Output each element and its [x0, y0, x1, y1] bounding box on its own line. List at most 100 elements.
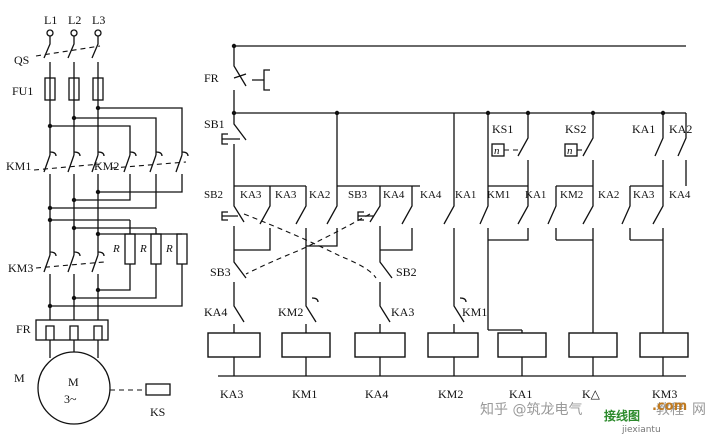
- junction: [47, 217, 53, 223]
- ka1-ka2-top-contacts: [654, 113, 687, 182]
- ks1-symbol: n: [494, 145, 500, 157]
- junction: [71, 115, 77, 121]
- resistor-2: [150, 233, 162, 265]
- ks1-contact: [517, 113, 529, 182]
- row2-label-ka3-b: KA3: [275, 189, 297, 201]
- ks2-label: KS2: [565, 122, 586, 136]
- km3-label: KM3: [8, 261, 33, 275]
- arc-marks: [49, 151, 189, 157]
- coil-label-ka4: KA4: [365, 387, 388, 401]
- watermark-site-cn: 接线图: [604, 408, 640, 423]
- km3-linkage: [35, 261, 105, 269]
- sb2-contact: [233, 186, 245, 250]
- junction: [95, 231, 101, 237]
- km2-nc-contact: [305, 297, 319, 333]
- power-circuit: L1 L2 L3 QS FU1 KM1 KM2: [6, 13, 189, 425]
- terminal-l2: [70, 29, 78, 37]
- watermark-mid: 教程: [656, 402, 684, 418]
- sb3-nc-contact: [233, 250, 247, 300]
- row2-label-sb3: SB3: [348, 189, 367, 201]
- coil-label-ka3: KA3: [220, 387, 243, 401]
- row2-label-ka4-b: KA4: [420, 189, 442, 201]
- km2-crossover: [50, 174, 183, 209]
- row2-label-sb2: SB2: [204, 189, 223, 201]
- junction: [47, 205, 53, 211]
- qs-label: QS: [14, 53, 29, 67]
- coil-km2: [427, 332, 479, 358]
- row4-label-ka3: KA3: [391, 305, 414, 319]
- sb2-button: [221, 211, 238, 221]
- km1-outputs: [49, 174, 99, 255]
- row2-label-ka2: KA2: [309, 189, 330, 201]
- coil-label-k-delta: K△: [582, 387, 601, 401]
- watermark-site-url: jiexiantu: [621, 425, 661, 435]
- junction: [71, 225, 77, 231]
- row2-label-ka1-b: KA1: [525, 189, 546, 201]
- coil-label-km1: KM1: [292, 387, 317, 401]
- ka1-nc-contact: [488, 186, 529, 241]
- km1-contacts: [43, 154, 99, 173]
- row2-label-ka3-a: KA3: [240, 189, 262, 201]
- km-linkages: [33, 161, 187, 171]
- junction: [71, 197, 77, 203]
- km3-contacts: [43, 254, 99, 273]
- coil-label-km3: KM3: [652, 387, 677, 401]
- coil-km1: [281, 332, 331, 358]
- ka1-contact: [443, 186, 455, 250]
- sb3-nc-label: SB3: [210, 265, 231, 279]
- ka4-nc-contact: [233, 300, 245, 333]
- ka2-contact: [306, 186, 338, 247]
- motor-type: 3~: [64, 392, 77, 406]
- sb1-button: [221, 133, 240, 145]
- coil-k-delta: [568, 332, 618, 358]
- row2-labels: SB2 KA3 KA3 KA2 SB3 KA4 KA4 KA1 KM1 KA1 …: [204, 189, 691, 201]
- km1-nc-contact: [453, 297, 467, 333]
- coil-label-km2: KM2: [438, 387, 463, 401]
- row2-label-ka3-c: KA3: [633, 189, 655, 201]
- ks2-contact: [582, 113, 594, 182]
- row4-label-ka4: KA4: [204, 305, 227, 319]
- coil-km3: [639, 332, 689, 358]
- ka4-contact-a: [380, 186, 413, 251]
- fuse-elements: [49, 78, 99, 100]
- ks-label: KS: [150, 405, 165, 419]
- ks-speed-relay: [145, 383, 171, 396]
- km2-label: KM2: [94, 159, 119, 173]
- coil-ka3: [207, 332, 261, 358]
- motor-label: M: [14, 371, 25, 385]
- resistor-taps: [50, 219, 182, 235]
- coil-label-ka1: KA1: [509, 387, 532, 401]
- fr-thermal-element: [35, 319, 109, 341]
- coil-ka4: [354, 332, 406, 358]
- row2-label-ka1: KA1: [455, 189, 476, 201]
- coil-ka1: [497, 332, 547, 358]
- sb3-mechanical-linkage: [245, 213, 371, 275]
- resistor-returns: [50, 264, 183, 307]
- sb3-contact: [369, 186, 381, 250]
- terminal-l1: [46, 29, 54, 37]
- ka2-top-label: KA2: [669, 122, 692, 136]
- row4-label-km2: KM2: [278, 305, 303, 319]
- ks2-symbol: n: [567, 145, 573, 157]
- sb2-nc-contact: [379, 250, 393, 300]
- junction: [71, 295, 77, 301]
- branch-verticals: [233, 113, 687, 186]
- qs-lower-wires: [49, 62, 99, 78]
- ka3-nc-contact: [234, 186, 271, 251]
- resistor-label-1: R: [112, 243, 120, 255]
- junction: [95, 189, 101, 195]
- km2-ka2-contacts: [547, 186, 594, 330]
- km1-label: KM1: [6, 159, 31, 173]
- km2-contacts: [123, 154, 183, 173]
- qs-switch-blades: [43, 36, 99, 59]
- resistor-label-2: R: [139, 243, 147, 255]
- phase-label-l3: L3: [92, 13, 105, 27]
- watermark-end: 网: [692, 402, 706, 418]
- terminal-l3: [94, 29, 102, 37]
- row2-label-km1: KM1: [487, 189, 510, 201]
- fr-contact-label: FR: [204, 71, 219, 85]
- resistor-1: [124, 233, 136, 265]
- ka3-ka4-contacts: [621, 186, 664, 330]
- row2-label-km2: KM2: [560, 189, 583, 201]
- motor-m: M: [68, 375, 79, 389]
